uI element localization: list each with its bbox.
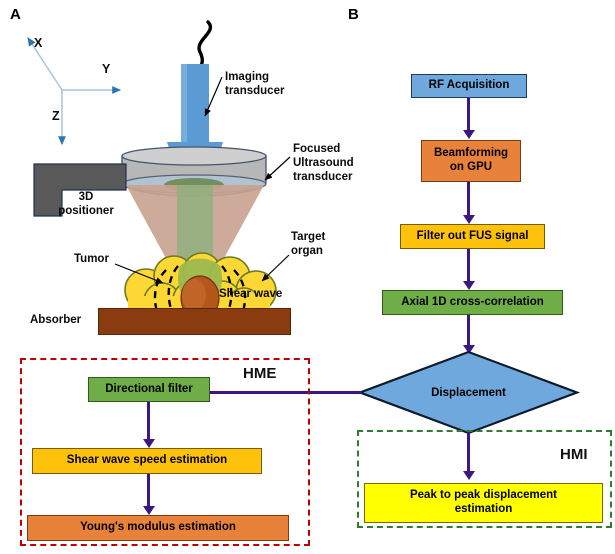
arrowhead-displacement-to-peak-estimation [462,471,475,480]
arrow-directional-filter-to-shear-speed [147,402,151,443]
tumor-label: Tumor [74,253,109,265]
flow-node-peak-estimation-label-line1: Peak to peak displacement [409,489,557,502]
target-organ-label-line2: organ [291,245,323,257]
imaging-transducer-label-line2: transducer [225,85,285,97]
flow-node-beamforming-label-line2: on GPU [449,161,493,173]
arrow-crosscorrelation-to-displacement [467,315,471,350]
3d-positioner [33,163,127,217]
arrowhead-shear-speed-to-youngs-modulus [142,506,155,515]
flow-node-rf-acquisition-label: RF Acquisition [428,79,510,92]
panel-a-pointers [114,76,291,284]
flow-node-youngs-modulus-label: Young's modulus estimation [80,521,236,534]
focused-transducer-label-line1: Focused [293,143,341,155]
arrow-rf-to-beamforming [467,98,471,134]
panel-label-b: B [348,6,359,23]
flow-node-youngs-modulus-estimation[interactable]: Young's modulus estimation [27,515,289,541]
absorber-label: Absorber [30,314,82,326]
arrow-shear-speed-to-youngs-modulus [147,474,151,510]
flow-node-peak-to-peak-displacement-estimation[interactable]: Peak to peak displacement estimation [364,483,603,523]
arrow-displacement-to-peak-estimation [467,432,471,475]
flow-node-displacement[interactable]: Displacement [356,350,581,435]
focused-transducer-label-line3: transducer [293,171,353,183]
arrowhead-crosscorrelation-to-displacement [462,345,475,354]
positioner-label-line1: 3D [78,191,94,203]
hmi-group-label: HMI [560,446,588,463]
absorber-block [98,308,291,335]
imaging-transducer-label-line1: Imaging [225,71,270,83]
flow-node-filter-out-fus-signal[interactable]: Filter out FUS signal [400,224,545,249]
axis-label-z: Z [52,109,60,123]
target-organ-label-line1: Target [291,231,326,243]
arrowhead-directional-filter-to-shear-speed [142,439,155,448]
arrow-filter-to-crosscorrelation [467,249,471,285]
flow-node-displacement-label: Displacement [431,386,506,399]
flow-node-shear-wave-speed-estimation[interactable]: Shear wave speed estimation [32,448,262,474]
flow-node-beamforming-on-gpu[interactable]: Beamforming on GPU [421,140,521,182]
flow-node-filter-label: Filter out FUS signal [416,229,529,242]
flow-node-shear-speed-label: Shear wave speed estimation [66,454,228,467]
flow-node-rf-acquisition[interactable]: RF Acquisition [411,74,527,98]
arrow-beamforming-to-filter [467,182,471,219]
axis-label-y: Y [102,62,111,76]
flow-node-axial-1d-cross-correlation[interactable]: Axial 1D cross-correlation [382,290,563,315]
flow-node-directional-filter[interactable]: Directional filter [88,377,210,402]
flow-node-directional-filter-label: Directional filter [105,382,193,395]
shear-wave-label: Shear wave [219,288,283,300]
axis-label-x: X [34,36,43,50]
arrowhead-rf-to-beamforming [462,130,475,139]
coordinate-axes [27,36,122,146]
panel-label-a: A [10,6,21,23]
arrow-displacement-to-directional-filter [207,391,362,395]
focused-transducer-label-line2: Ultrasound [293,157,354,169]
arrowhead-beamforming-to-filter [462,215,475,224]
flow-node-peak-estimation-label-line2: estimation [454,503,513,515]
positioner-label-line2: positioner [58,205,114,217]
flow-node-beamforming-label-line1: Beamforming [433,147,509,160]
arrowhead-filter-to-crosscorrelation [462,281,475,290]
flow-node-crosscorrelation-label: Axial 1D cross-correlation [401,295,544,308]
hme-group-label: HME [243,365,277,382]
hmi-group-box [357,430,612,528]
hme-group-box [20,358,310,546]
